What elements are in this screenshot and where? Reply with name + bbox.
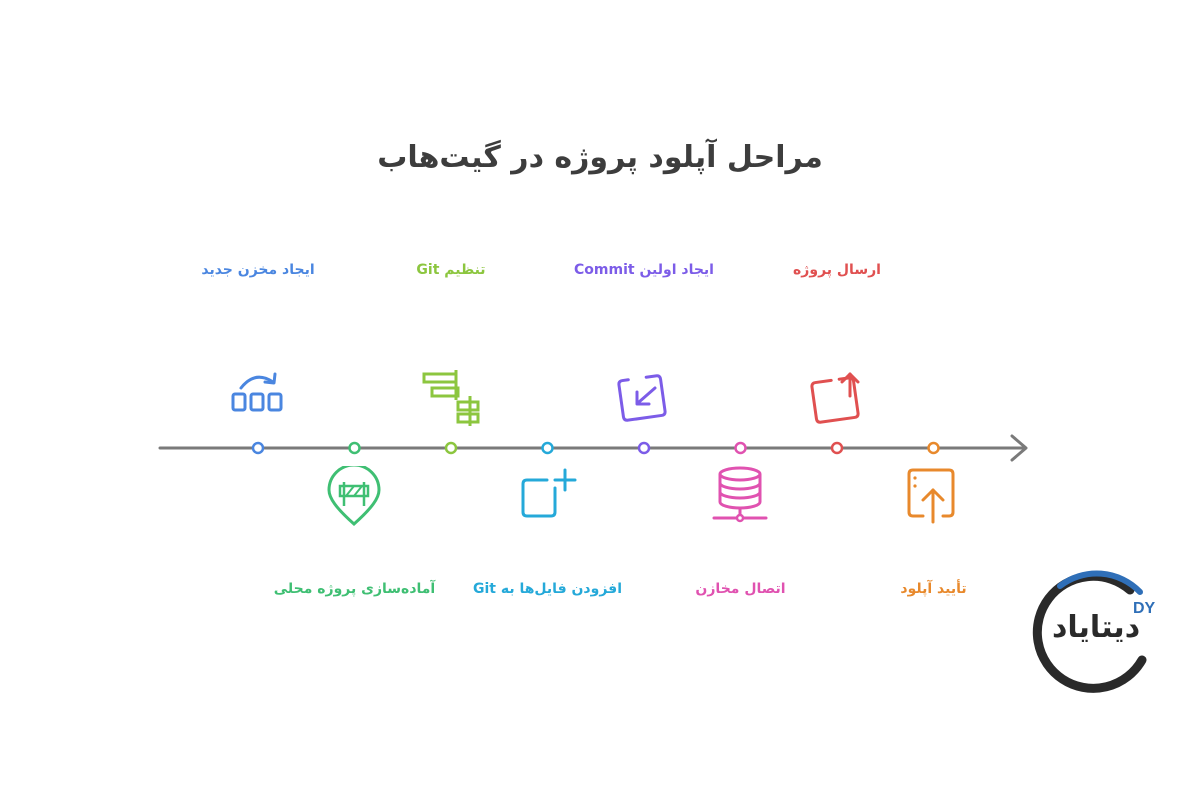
step-label-3: تنظیم Git [416,262,486,278]
step-label-2: آماده‌سازی پروژه محلی [273,581,436,597]
timeline-node-5 [637,441,651,455]
timeline-node-7 [830,441,844,455]
database-network-icon [712,466,770,530]
timeline-node-3 [444,441,458,455]
upload-confirm-icon [905,466,963,530]
add-file-icon [519,466,577,530]
push-arrow-icon [808,370,866,434]
step-label-7: ارسال پروژه [793,262,881,278]
timeline-node-4 [541,441,554,455]
step-label-4: افزودن فایل‌ها به Git [472,581,622,597]
step-label-1: ایجاد مخزن جدید [201,262,315,278]
timeline-node-6 [734,441,747,455]
timeline-node-2 [348,441,361,455]
step-label-6: اتصال مخازن [695,581,786,597]
page-title: مراحل آپلود پروژه در گیت‌هاب [377,140,823,175]
commit-arrow-icon [615,370,673,434]
logo-badge: DY [1133,600,1156,617]
logo-text: دیتایاد [1052,610,1141,645]
step-label-5: ایجاد اولین Commit [574,262,714,278]
datayad-logo [1032,570,1147,693]
gantt-config-icon [422,370,480,434]
repository-blocks-icon [229,370,287,434]
roadblock-pin-icon [326,463,384,530]
step-label-8: تأیید آپلود [900,581,967,597]
timeline-node-1 [251,441,265,455]
timeline-node-8 [927,441,940,455]
